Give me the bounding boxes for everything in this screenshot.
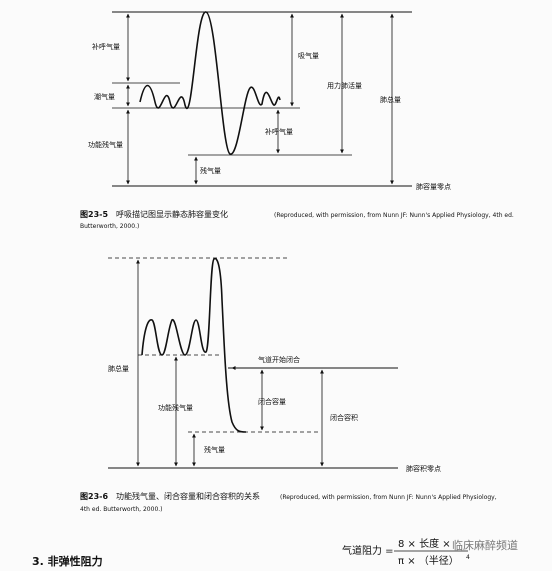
fig2-caption-en-1: (Reproduced, with permission, from Nunn … <box>280 494 497 501</box>
spirogram-trace <box>139 11 281 155</box>
erv-label: 补呼气量 <box>265 127 293 136</box>
fig2-trace <box>141 257 247 433</box>
fig1-caption-en-1: (Reproduced, with permission, from Nunn … <box>274 212 514 219</box>
figure-static-lung-volumes: 补呼气量 潮气量 功能残气量 吸气量 用力肺活量 肺总量 补呼气量 残气量 肺容… <box>80 11 514 230</box>
formula-left: 气道阻力 = <box>342 544 394 557</box>
section-heading: 3. 非弹性阻力 <box>32 554 103 568</box>
formula-exponent: 4 <box>466 554 470 561</box>
tlc-label: 肺总量 <box>380 95 401 104</box>
figure-frc-closing-capacity: 肺总量 气道开始闭合 功能残气量 闭合容量 闭合容积 残气量 肺容积零点 图23… <box>80 257 497 513</box>
fig2-zero-label: 肺容积零点 <box>406 464 441 473</box>
fig1-caption-number: 图23-5 <box>80 210 108 219</box>
fig2-caption-en-2: 4th ed. Butterworth, 2000.) <box>80 506 163 513</box>
frc-label: 功能残气量 <box>88 140 123 149</box>
fig2-rv-label: 残气量 <box>204 445 225 454</box>
formula-denominator: π × （半径） <box>398 554 459 567</box>
vc-label: 用力肺活量 <box>327 81 362 90</box>
fig2-tlc-label: 肺总量 <box>108 364 129 373</box>
irv-label: 补呼气量 <box>92 42 120 51</box>
fig2-caption-number: 图23-6 <box>80 492 108 501</box>
fig1-caption-cn: 呼吸描记图显示静态肺容量变化 <box>116 209 228 219</box>
watermark: 临床麻醉频道 <box>452 538 518 552</box>
rv-label: 残气量 <box>200 166 221 175</box>
fig2-caption-cn: 功能残气量、闭合容量和闭合容积的关系 <box>116 491 260 501</box>
formula-numerator: 8 × 长度 × <box>398 537 451 550</box>
zero-label: 肺容量零点 <box>416 182 451 191</box>
fig2-frc-label: 功能残气量 <box>158 403 193 412</box>
fig1-caption-en-2: Butterworth, 2000.) <box>80 223 139 230</box>
tv-label: 潮气量 <box>94 92 115 101</box>
ic-label: 吸气量 <box>298 51 319 60</box>
fig2-airway-label: 气道开始闭合 <box>258 355 300 364</box>
fig2-cc-label: 闭合容积 <box>330 413 358 422</box>
fig2-cc-small-label: 闭合容量 <box>258 397 286 406</box>
